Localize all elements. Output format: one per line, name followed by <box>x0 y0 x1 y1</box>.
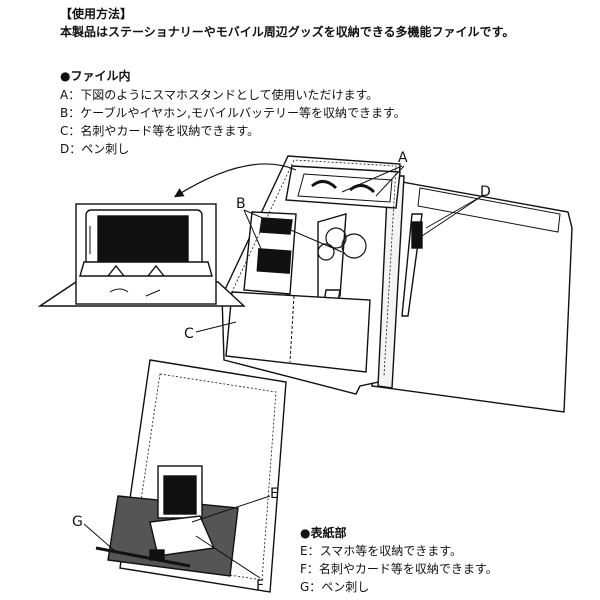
inner-heading: ●ファイル内 <box>60 69 131 83</box>
label-f: F <box>256 578 264 594</box>
stand-inset <box>37 203 246 307</box>
label-e: E <box>270 486 279 502</box>
leader-lines <box>83 165 483 579</box>
battery <box>256 248 292 274</box>
cover-item-e: E：スマホ等を収納できます。 <box>300 544 463 558</box>
label-c: C <box>184 326 194 342</box>
instructions-title: 【使用方法】 <box>60 7 133 21</box>
inner-item-a: A：下図のようにスマホスタンドとして使用いただけます。 <box>60 88 379 102</box>
closed-cover-illustration <box>95 359 287 593</box>
inner-item-d: D：ペン刺し <box>60 142 130 156</box>
card-pocket <box>225 291 371 373</box>
cover-item-g: G：ペン刺し <box>300 580 370 594</box>
label-a: A <box>398 150 408 166</box>
cover-phone <box>163 475 197 515</box>
label-g: G <box>72 514 83 530</box>
cover-item-f: F：名刺やカード等を収納できます。 <box>300 562 498 576</box>
label-d: D <box>480 184 491 200</box>
phone-screen <box>97 215 189 263</box>
product-description: 本製品はステーショナリーやモバイル周辺グッズを収納できる多機能ファイルです。 <box>60 25 515 39</box>
cover-heading: ●表紙部 <box>300 526 347 540</box>
label-b: B <box>236 196 246 212</box>
open-file-illustration <box>221 155 573 413</box>
inner-item-b: B：ケーブルやイヤホン,モバイルバッテリー等を収納できます。 <box>60 106 406 120</box>
inner-item-c: C：名刺やカード等を収納できます。 <box>60 124 260 138</box>
